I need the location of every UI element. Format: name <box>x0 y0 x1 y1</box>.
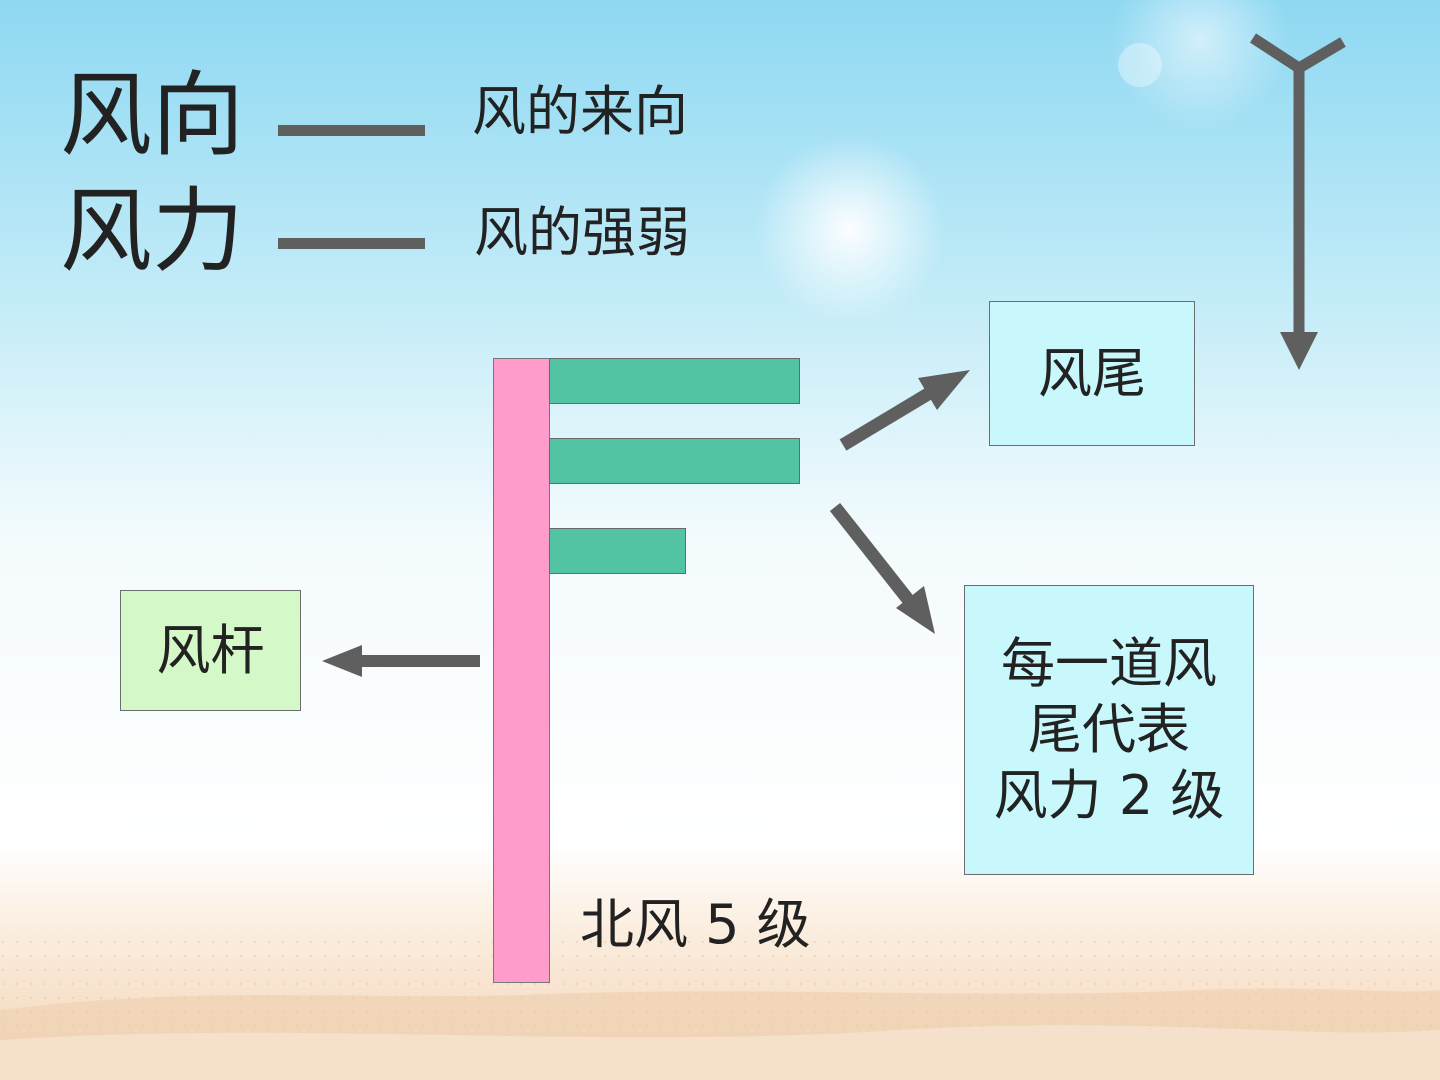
arrow-to-value-icon <box>829 502 935 634</box>
definition-dash <box>278 238 425 249</box>
tail-label-box: 风尾 <box>989 301 1195 446</box>
wind-direction-arrow-icon <box>1249 33 1346 370</box>
meaning-wind-direction: 风的来向 <box>472 80 688 143</box>
barb-value-line: 风力 2 级 <box>993 763 1225 827</box>
wind-barb-staff <box>493 358 550 983</box>
definition-dash <box>278 125 425 136</box>
staff-label: 风杆 <box>156 618 265 682</box>
wind-barb-feather <box>549 438 800 484</box>
staff-label-box: 风杆 <box>120 590 301 711</box>
meaning-wind-force: 风的强弱 <box>474 201 690 264</box>
arrow-to-tail-icon <box>839 370 970 451</box>
wind-barb-feather <box>549 358 800 404</box>
tail-label: 风尾 <box>1038 341 1146 405</box>
term-wind-direction: 风向 <box>60 62 245 169</box>
arrow-to-staff-icon <box>322 645 480 677</box>
barb-value-line: 尾代表 <box>1028 698 1190 762</box>
wind-barb-half-feather <box>549 528 686 574</box>
term-wind-force: 风力 <box>60 178 245 285</box>
example-caption: 北风 5 级 <box>580 893 811 956</box>
barb-value-box: 每一道风 尾代表 风力 2 级 <box>964 585 1254 875</box>
barb-value-line: 每一道风 <box>1001 632 1217 696</box>
